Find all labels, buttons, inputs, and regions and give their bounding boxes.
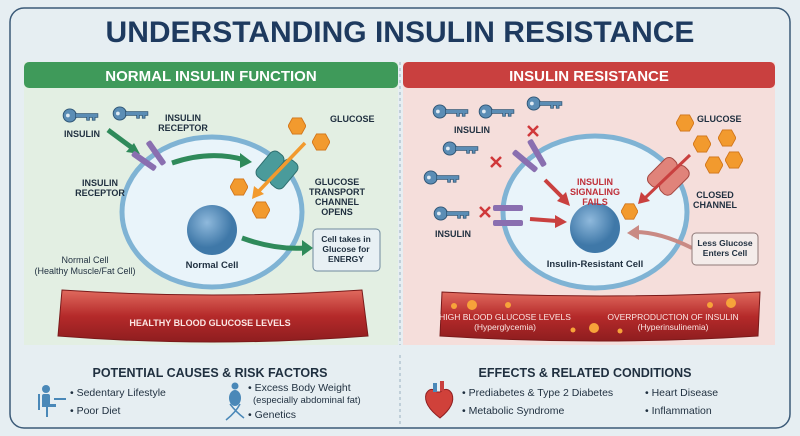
glucose-label: GLUCOSE — [697, 114, 742, 124]
glucose-icon — [705, 156, 723, 174]
glucose-label: GLUCOSE — [330, 114, 375, 124]
hyperinsulinemia-label: OVERPRODUCTION OF INSULIN(Hyperinsulinem… — [607, 312, 738, 332]
insulin-receptor — [493, 205, 523, 211]
arrow-head — [240, 153, 252, 168]
resistance-header: INSULIN RESISTANCE — [509, 68, 669, 85]
arrow-head — [555, 215, 567, 228]
resistant-cell-label: Insulin-Resistant Cell — [547, 259, 644, 270]
glucose-icon — [230, 178, 248, 196]
energy-callout — [312, 228, 381, 272]
insulin-receptor — [527, 139, 547, 167]
blood-vessel — [439, 291, 761, 342]
energy-arrow — [241, 235, 306, 251]
glucose-icon — [693, 135, 711, 153]
glucose-arrow — [256, 141, 307, 194]
effects-heading: EFFECTS & RELATED CONDITIONS — [479, 366, 692, 380]
arrow-head — [302, 240, 313, 256]
causes-heading: POTENTIAL CAUSES & RISK FACTORS — [93, 366, 328, 380]
cause-item: • Genetics — [248, 409, 296, 421]
resistance-panel: INSULIN RESISTANCE INSULIN INSULIN INSUL… — [403, 62, 775, 345]
effect-item: • Inflammation — [645, 405, 712, 417]
cause-item-note: (especially abdominal fat) — [253, 395, 361, 406]
nucleus — [187, 205, 237, 255]
page-title: UNDERSTANDING INSULIN RESISTANCE — [106, 16, 695, 49]
blocked-x-icon — [479, 125, 539, 218]
arrow-head — [627, 225, 639, 240]
glucose-icon — [676, 114, 694, 132]
glucose-icon — [621, 203, 638, 220]
insulin-receptor — [512, 149, 538, 173]
arrow-head — [126, 143, 140, 154]
failed-signal-arrow — [529, 217, 558, 223]
nucleus — [570, 203, 620, 253]
normal-cell-label: Normal Cell(Healthy Muscle/Fat Cell) — [34, 255, 135, 276]
glucose-icon — [312, 133, 330, 151]
blocked-glucose-arrow — [643, 153, 692, 200]
cause-item: • Excess Body Weight — [248, 382, 351, 394]
glucose-icon — [288, 117, 306, 135]
insulin-label: INSULIN — [454, 125, 490, 135]
hyperglycemia-label: HIGH BLOOD GLUCOSE LEVELS(Hyperglycemia) — [439, 312, 571, 332]
dna-icon — [225, 403, 245, 421]
signal-arrow — [171, 153, 246, 166]
effect-item: • Metabolic Syndrome — [462, 405, 564, 417]
person-at-desk-icon — [38, 385, 66, 417]
cause-item: • Sedentary Lifestyle — [70, 387, 166, 399]
less-glucose-arrow — [634, 230, 693, 250]
insulin-label: INSULIN — [435, 229, 471, 239]
arrow-head — [638, 192, 650, 204]
arrow-head — [252, 186, 264, 199]
insulin-label: INSULIN — [64, 129, 100, 139]
body-weight-icon — [229, 382, 241, 406]
normal-header-bar — [24, 62, 398, 88]
glucose-icon — [718, 129, 736, 147]
glucose-icon — [725, 151, 743, 169]
cause-item: • Poor Diet — [70, 405, 120, 417]
effect-item: • Heart Disease — [645, 387, 718, 399]
glucose-icon — [252, 201, 270, 219]
blood-vessel — [57, 289, 369, 343]
effect-item: • Prediabetes & Type 2 Diabetes — [462, 387, 613, 399]
green-arrow — [106, 127, 137, 153]
arrow-head — [557, 192, 570, 206]
insulin-receptor — [146, 140, 166, 166]
heart-icon — [425, 381, 454, 419]
resistance-header-bar — [403, 62, 775, 88]
nucleus-label: Normal Cell — [186, 260, 239, 271]
glucose-particles — [451, 298, 736, 334]
normal-header: NORMAL INSULIN FUNCTION — [105, 68, 316, 85]
insulin-receptor — [493, 220, 523, 226]
less-glucose-callout — [691, 232, 759, 266]
insulin-receptor — [131, 151, 157, 171]
vessel-label: HEALTHY BLOOD GLUCOSE LEVELS — [129, 318, 290, 328]
